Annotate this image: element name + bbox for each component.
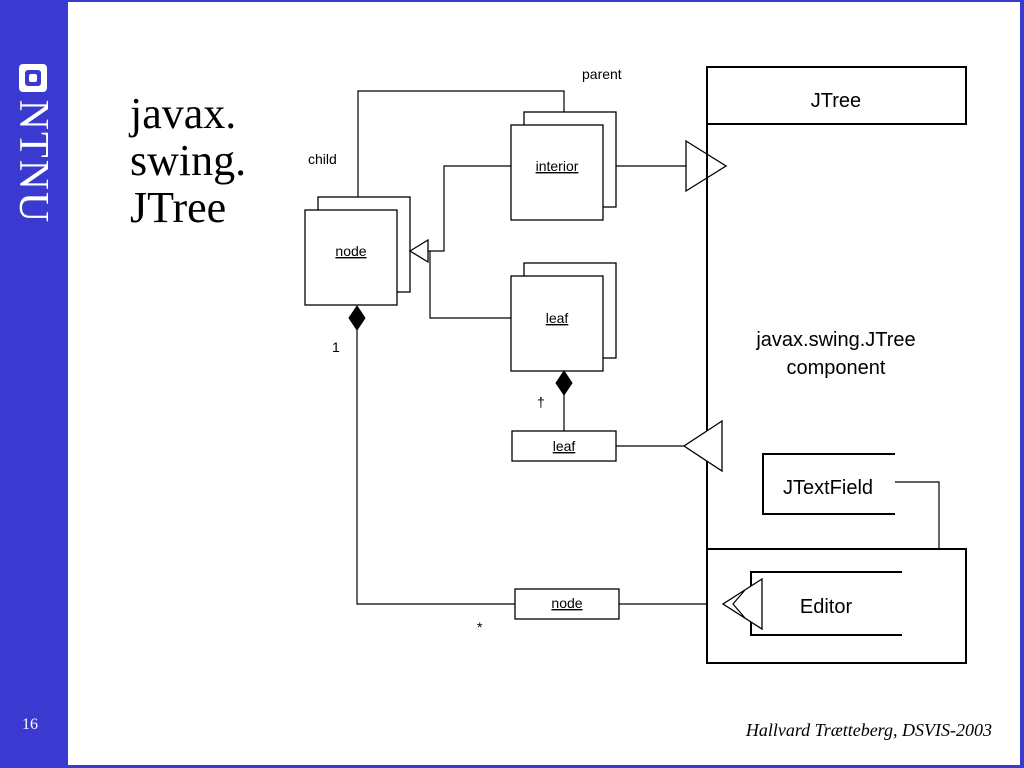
frame-top xyxy=(68,0,1024,2)
component-label-line-1: javax.swing.JTree xyxy=(755,329,915,351)
node-ref-box xyxy=(514,588,620,620)
leaf-generalization-line xyxy=(429,251,511,319)
jtree-port-middle-icon xyxy=(682,419,723,473)
jtree-header-box xyxy=(706,66,967,125)
parent-label: parent xyxy=(582,66,622,82)
editor-port-icon xyxy=(721,577,763,631)
title-line-3: JTree xyxy=(130,183,227,232)
frame-bottom xyxy=(68,765,1024,768)
editor-label: Editor xyxy=(800,596,853,618)
leaf-composition-diamond-icon xyxy=(555,370,573,396)
generalization-arrow-icon xyxy=(408,238,429,264)
multiplicity-leaf: † xyxy=(537,394,545,410)
footer-credit: Hallvard Trætteberg, DSVIS-2003 xyxy=(745,720,992,740)
component-label-line-2: component xyxy=(787,357,886,379)
editor-port-inner-icon xyxy=(732,589,746,619)
multiplicity-one: 1 xyxy=(332,339,340,355)
leaf-ref-box xyxy=(511,430,617,462)
leaf-ref-label: leaf xyxy=(553,438,576,454)
node-ref-label: node xyxy=(551,595,582,611)
frame-right xyxy=(1020,0,1024,768)
leaf-box xyxy=(510,275,604,372)
jtextfield-label: JTextField xyxy=(783,477,873,499)
slide-title: javax. swing. JTree xyxy=(130,90,246,231)
jtree-header-label: JTree xyxy=(811,90,861,112)
node-composition-line xyxy=(356,330,515,605)
logo-icon xyxy=(19,64,47,92)
interior-box-label: interior xyxy=(536,158,579,174)
node-box xyxy=(304,209,398,306)
node-composition-diamond-icon xyxy=(348,305,366,331)
parent-link xyxy=(357,90,565,197)
interior-box xyxy=(510,124,604,221)
node-box-label: node xyxy=(335,243,366,259)
multiplicity-star: * xyxy=(477,619,483,635)
interior-generalization-line xyxy=(428,165,511,252)
sidebar: NTNU 16 xyxy=(0,0,68,768)
child-label: child xyxy=(308,151,337,167)
title-line-1: javax. xyxy=(130,89,237,138)
slide-number: 16 xyxy=(22,716,38,733)
leaf-box-label: leaf xyxy=(546,310,569,326)
jtextfield-box xyxy=(762,453,895,515)
title-line-2: swing. xyxy=(130,136,247,185)
